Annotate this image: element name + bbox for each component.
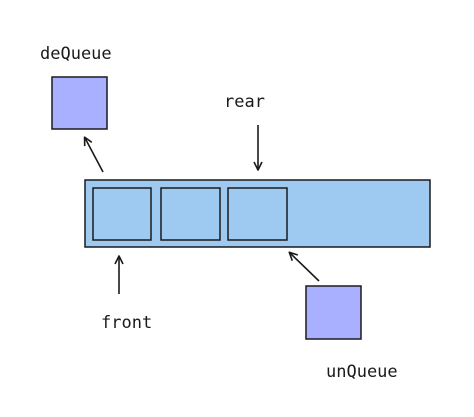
rear-label: rear — [224, 92, 265, 112]
dequeue-arrow — [83, 136, 104, 173]
dequeued-element-box — [51, 76, 108, 130]
enqueue-arrow — [288, 251, 320, 282]
dequeue-label: deQueue — [40, 44, 112, 64]
front-label: front — [101, 313, 153, 333]
queue-slot-1 — [92, 187, 152, 241]
queue-slot-3 — [227, 187, 288, 241]
enqueued-element-box — [305, 285, 362, 340]
queue-slot-2 — [160, 187, 221, 241]
enqueue-label: unQueue — [326, 362, 398, 382]
